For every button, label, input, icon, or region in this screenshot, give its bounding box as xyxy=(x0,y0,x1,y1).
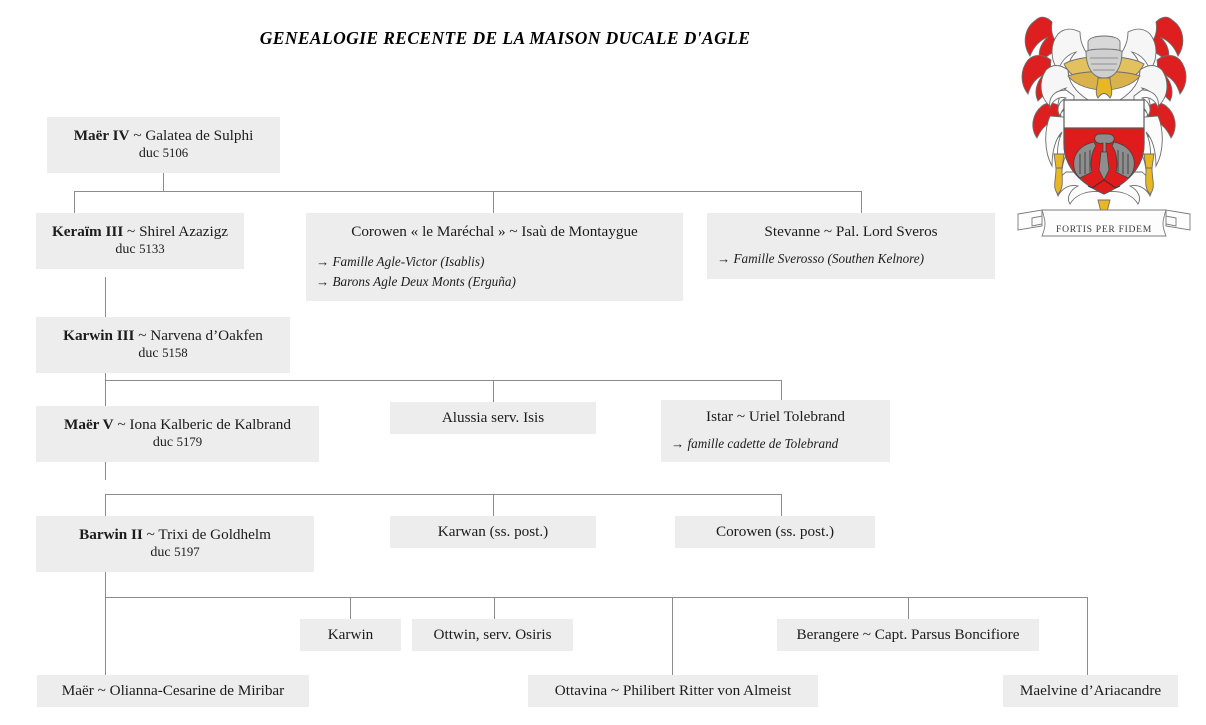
connector-vertical xyxy=(493,191,494,213)
node-maelvine[interactable]: Maelvine d’Ariacandre xyxy=(1003,675,1178,708)
node-rank: duc 5158 xyxy=(138,346,188,362)
page-title: GENEALOGIE RECENTE DE LA MAISON DUCALE D… xyxy=(259,28,751,48)
connector-vertical xyxy=(493,494,494,516)
node-name: Karwin xyxy=(327,626,374,643)
node-karwin-iii[interactable]: Karwin III ~ Narvena d’Oakfen duc 5158 xyxy=(36,317,290,374)
node-karwan[interactable]: Karwan (ss. post.) xyxy=(390,516,596,549)
connector-vertical xyxy=(74,191,75,213)
branch-line: → Famille Sverosso (Southen Kelnore) xyxy=(717,251,925,267)
node-ottavina[interactable]: Ottavina ~ Philibert Ritter von Almeist xyxy=(528,675,818,708)
connector-vertical xyxy=(781,494,782,516)
node-name: Corowen « le Maréchal » ~ Isaù de Montay… xyxy=(351,223,638,240)
node-alussia[interactable]: Alussia serv. Isis xyxy=(390,402,596,435)
node-name: Istar ~ Uriel Tolebrand xyxy=(706,408,845,425)
connector-vertical xyxy=(494,597,495,619)
node-istar[interactable]: Istar ~ Uriel Tolebrand → famille cadett… xyxy=(661,400,890,462)
connector-vertical xyxy=(105,380,106,406)
connector-vertical xyxy=(105,458,106,480)
node-name: Keraïm III ~ Shirel Azazigz xyxy=(51,223,229,240)
node-name: Maër ~ Olianna-Cesarine de Miribar xyxy=(61,682,285,699)
connector-vertical xyxy=(672,597,673,675)
node-name: Maelvine d’Ariacandre xyxy=(1019,682,1162,699)
connector-vertical xyxy=(163,168,164,191)
connector-vertical xyxy=(105,277,106,317)
node-stevanne[interactable]: Stevanne ~ Pal. Lord Sveros → Famille Sv… xyxy=(707,213,995,279)
connector-horizontal xyxy=(105,494,781,495)
node-name: Maër IV ~ Galatea de Sulphi xyxy=(73,127,254,144)
node-name: Ottwin, serv. Osiris xyxy=(433,626,552,643)
connector-vertical xyxy=(908,597,909,619)
branch-line: → Barons Agle Deux Monts (Erguña) xyxy=(316,273,516,289)
node-ottwin[interactable]: Ottwin, serv. Osiris xyxy=(412,619,573,652)
node-name: Alussia serv. Isis xyxy=(441,409,545,426)
node-keraim-iii[interactable]: Keraïm III ~ Shirel Azazigz duc 5133 xyxy=(36,213,244,270)
node-maer-olianna[interactable]: Maër ~ Olianna-Cesarine de Miribar xyxy=(37,675,309,708)
node-name: Stevanne ~ Pal. Lord Sveros xyxy=(764,223,938,240)
node-name: Berangere ~ Capt. Parsus Boncifiore xyxy=(796,626,1020,643)
node-name: Barwin II ~ Trixi de Goldhelm xyxy=(79,526,271,543)
node-name: Ottavina ~ Philibert Ritter von Almeist xyxy=(554,682,792,699)
connector-vertical xyxy=(105,494,106,516)
node-name: Karwan (ss. post.) xyxy=(437,523,549,540)
node-name: Corowen (ss. post.) xyxy=(715,523,835,540)
node-karwin[interactable]: Karwin xyxy=(300,619,401,652)
node-corowen-marechal[interactable]: Corowen « le Maréchal » ~ Isaù de Montay… xyxy=(306,213,683,301)
connector-vertical xyxy=(350,597,351,619)
node-corowen-post[interactable]: Corowen (ss. post.) xyxy=(675,516,875,549)
crest-motto: FORTIS PER FIDEM xyxy=(1056,224,1152,235)
node-berangere[interactable]: Berangere ~ Capt. Parsus Boncifiore xyxy=(777,619,1039,652)
connector-horizontal xyxy=(105,380,781,381)
connector-vertical xyxy=(861,191,862,213)
connector-vertical xyxy=(1087,597,1088,675)
coat-of-arms xyxy=(1017,16,1191,237)
connector-vertical xyxy=(105,562,106,597)
node-rank: duc 5133 xyxy=(115,242,165,258)
node-maer-v[interactable]: Maër V ~ Iona Kalberic de Kalbrand duc 5… xyxy=(36,406,319,463)
branch-line: → Famille Agle-Victor (Isablis) xyxy=(316,254,485,270)
node-rank: duc 5197 xyxy=(150,545,200,561)
node-name: Karwin III ~ Narvena d’Oakfen xyxy=(63,327,263,344)
connector-vertical xyxy=(493,380,494,402)
node-rank: duc 5106 xyxy=(138,146,189,162)
branch-line: → famille cadette de Tolebrand xyxy=(671,436,839,452)
connector-horizontal xyxy=(74,191,861,192)
connector-vertical xyxy=(781,380,782,400)
node-name: Maër V ~ Iona Kalberic de Kalbrand xyxy=(64,416,291,433)
node-maer-iv[interactable]: Maër IV ~ Galatea de Sulphi duc 5106 xyxy=(47,117,280,174)
connector-vertical xyxy=(105,597,106,675)
connector-horizontal xyxy=(105,597,1087,598)
node-rank: duc 5179 xyxy=(152,435,203,451)
node-barwin-ii[interactable]: Barwin II ~ Trixi de Goldhelm duc 5197 xyxy=(36,516,314,573)
